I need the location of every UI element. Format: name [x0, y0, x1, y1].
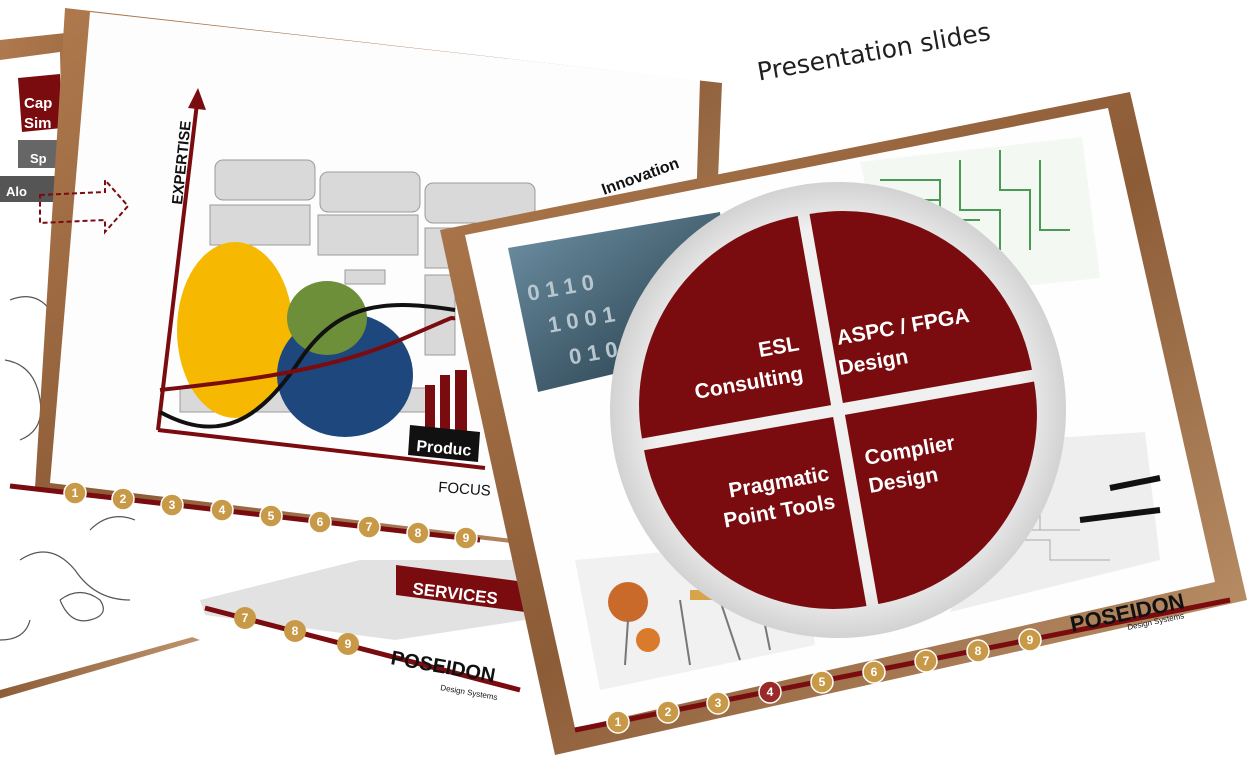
- back-header-label-4: Alo: [6, 184, 27, 199]
- back-step-9: 9: [345, 637, 352, 651]
- middle-step-4: 4: [219, 503, 226, 517]
- middle-step-7: 7: [366, 520, 373, 534]
- quadrant-pragmatic[interactable]: [644, 416, 867, 639]
- front-step-7: 7: [923, 654, 930, 668]
- middle-step-2: 2: [120, 492, 127, 506]
- front-step-9: 9: [1027, 633, 1034, 647]
- middle-step-9: 9: [463, 531, 470, 545]
- front-step-3: 3: [715, 696, 722, 710]
- front-step-5: 5: [819, 675, 826, 689]
- product-label: Produc: [416, 438, 472, 460]
- front-timeline-dots: [606, 628, 1042, 734]
- front-step-4-active: 4: [767, 685, 774, 699]
- front-slide: 0 1 1 0 1 0 0 1 0 1 0: [440, 92, 1247, 755]
- back-header-label-3: Sp: [30, 151, 47, 166]
- middle-timeline-dots: [63, 481, 478, 550]
- back-logo-text: POSEIDON: [389, 647, 497, 687]
- middle-step-8: 8: [415, 526, 422, 540]
- middle-step-3: 3: [169, 498, 176, 512]
- back-header-label-2: Sim: [24, 115, 52, 132]
- x-axis-label: FOCUS: [438, 479, 492, 500]
- front-step-2: 2: [665, 705, 672, 719]
- front-step-1: 1: [615, 715, 622, 729]
- quadrants: [609, 181, 1067, 639]
- front-step-8: 8: [975, 644, 982, 658]
- quadrant-compiler[interactable]: [844, 381, 1067, 604]
- back-slide: [0, 32, 525, 699]
- quadrant-aspc-fpga[interactable]: [809, 181, 1032, 404]
- front-step-6: 6: [871, 665, 878, 679]
- quadrant-esl[interactable]: [609, 216, 832, 439]
- back-header-label-1: Cap: [24, 95, 52, 112]
- middle-step-6: 6: [317, 515, 324, 529]
- back-step-7: 7: [242, 611, 249, 625]
- middle-step-5: 5: [268, 509, 275, 523]
- middle-step-1: 1: [72, 486, 79, 500]
- back-step-8: 8: [292, 624, 299, 638]
